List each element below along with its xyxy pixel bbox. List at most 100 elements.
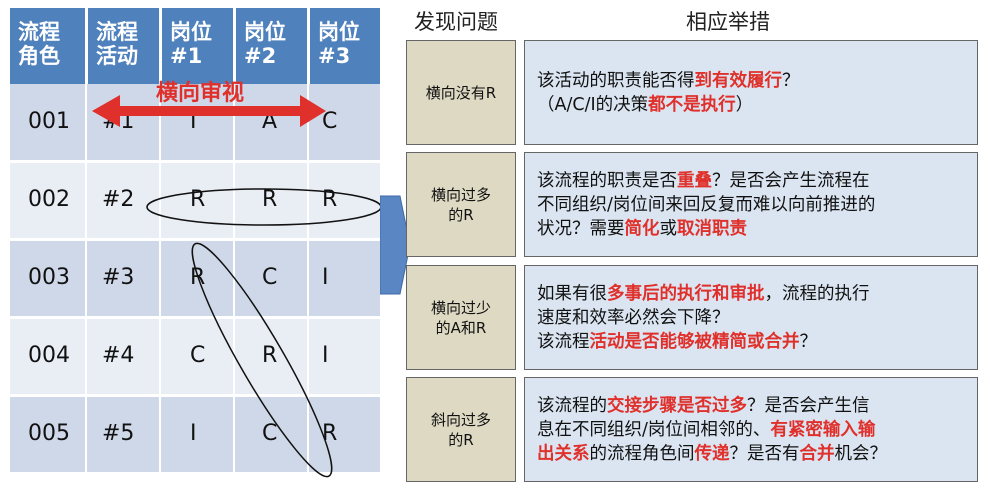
table-cell: C: [262, 421, 278, 446]
highlight-text: 取消职责: [677, 218, 747, 239]
table-cell: #4: [102, 343, 135, 368]
highlight-text: 出关系: [537, 443, 590, 464]
measure-text-segment: 该流程: [537, 331, 590, 352]
measure-text-segment: 的流程角色间: [589, 443, 695, 464]
table-cell: R: [262, 187, 278, 212]
measure-text-segment: ，流程的执行: [764, 283, 870, 304]
measure-text-segment: 或: [659, 218, 678, 239]
measure-line: 该流程的交接步骤是否过多？是否会产生信: [537, 394, 887, 418]
issue-label: 横向没有R: [425, 83, 497, 102]
table-cell: #3: [102, 265, 135, 290]
highlight-text: 有紧密输入输: [770, 419, 876, 440]
highlight-text: 交接步骤是否过多: [607, 395, 747, 416]
table-cell: 005: [28, 421, 70, 446]
table-cell: I: [322, 343, 329, 368]
table-cell: C: [322, 109, 338, 134]
measure-box-too-few-a-r: 如果有很多事后的执行和审批，流程的执行速度和效率必然会下降？该流程活动是否能够被…: [524, 265, 978, 370]
table-cell: A: [262, 109, 278, 134]
highlight-text: 活动是否能够被精简或合并: [589, 331, 800, 352]
measure-line: 该流程活动是否能够被精简或合并？: [537, 330, 870, 354]
measure-text-segment: ？是否会产生信: [747, 395, 870, 416]
column-divider: [233, 8, 235, 474]
row-divider: [10, 161, 380, 163]
header-position-3: 岗位 #3: [308, 8, 380, 84]
measure-line: 该活动的职责能否得到有效履行？: [537, 69, 800, 93]
measure-text-segment: 状况？需要: [537, 218, 625, 239]
measure-text: 该活动的职责能否得到有效履行？（A/C/I的决策都不是执行）: [537, 69, 800, 117]
highlight-text: 都不是执行: [648, 94, 736, 115]
column-divider: [159, 8, 161, 474]
measure-text-segment: ？: [799, 331, 818, 352]
table-cell: #5: [102, 421, 135, 446]
header-position-1: 岗位 #1: [160, 8, 234, 84]
measure-text-segment: 该流程的职责是否: [537, 170, 677, 191]
header-text: 岗位 #1: [170, 20, 212, 68]
measure-text-segment: ？: [782, 70, 800, 91]
issue-box-diagonal-r: 斜向过多 的R: [406, 377, 516, 482]
measure-box-no-r: 该活动的职责能否得到有效履行？（A/C/I的决策都不是执行）: [524, 40, 978, 145]
measure-line: 息在不同组织/岗位间相邻的、有紧密输入输: [537, 418, 887, 442]
table-row-004: 004 #4 C R I: [10, 318, 380, 394]
measure-text-segment: 如果有很: [537, 283, 607, 304]
highlight-text: 简化: [624, 218, 660, 239]
measure-text-segment: ？是否有: [729, 443, 800, 464]
highlight-text: 合并: [799, 443, 835, 464]
header-text: 岗位 #2: [244, 20, 286, 68]
measure-line: 如果有很多事后的执行和审批，流程的执行: [537, 282, 870, 306]
header-process-activity: 流程 活动: [86, 8, 160, 84]
table-cell: C: [262, 265, 278, 290]
measure-line: 状况？需要简化或取消职责: [537, 217, 875, 241]
issue-label: 横向过少 的A和R: [430, 298, 491, 337]
measure-text: 如果有很多事后的执行和审批，流程的执行速度和效率必然会下降？该流程活动是否能够被…: [537, 282, 870, 354]
column-divider: [85, 8, 87, 474]
table-cell: #2: [102, 187, 135, 212]
issue-label: 横向过多 的R: [430, 185, 491, 224]
measure-text: 该流程的交接步骤是否过多？是否会产生信息在不同组织/岗位间相邻的、有紧密输入输出…: [537, 394, 887, 466]
table-cell: 004: [28, 343, 70, 368]
horizontal-review-label: 横向审视: [156, 81, 245, 106]
table-cell: C: [190, 343, 206, 368]
issues-column-title: 发现问题: [414, 10, 498, 34]
measure-text-segment: ？是否会产生流程在: [712, 170, 870, 191]
highlight-text: 到有效履行: [694, 70, 783, 91]
table-cell: R: [190, 265, 206, 290]
table-cell: I: [322, 265, 329, 290]
measure-text-segment: 该流程的: [537, 395, 607, 416]
header-text: 流程 活动: [96, 20, 138, 68]
header-position-2: 岗位 #2: [234, 8, 308, 84]
table-cell: R: [322, 421, 338, 446]
table-cell: 002: [28, 187, 70, 212]
measure-text: 该流程的职责是否重叠？是否会产生流程在不同组织/岗位间来回反复而难以向前推进的状…: [537, 169, 875, 241]
highlight-text: 重叠: [677, 170, 712, 191]
measure-line: （A/C/I的决策都不是执行）: [537, 93, 800, 117]
table-row-002: 002 #2 R R R: [10, 162, 380, 238]
measure-text-segment: 息在不同组织/岗位间相邻的、: [537, 419, 771, 440]
table-cell: 003: [28, 265, 70, 290]
table-row-005: 005 #5 I C R: [10, 396, 380, 472]
row-divider: [10, 395, 380, 397]
measure-box-too-many-r: 该流程的职责是否重叠？是否会产生流程在不同组织/岗位间来回反复而难以向前推进的状…: [524, 152, 978, 257]
chevron-right-icon: [380, 195, 411, 295]
issue-box-too-few-a-r: 横向过少 的A和R: [406, 265, 516, 370]
measure-line: 不同组织/岗位间来回反复而难以向前推进的: [537, 193, 875, 217]
measure-text-segment: 不同组织/岗位间来回反复而难以向前推进的: [537, 194, 876, 215]
row-divider: [10, 317, 380, 319]
measure-text-segment: ）: [735, 94, 754, 115]
table-cell: R: [190, 187, 206, 212]
table-row-003: 003 #3 R C I: [10, 240, 380, 316]
table-cell: R: [262, 343, 278, 368]
header-text: 岗位 #3: [318, 20, 360, 68]
highlight-text: 多事后的执行和审批: [607, 283, 765, 304]
measure-text-segment: 该活动的职责能否得: [537, 70, 695, 91]
header-process-role: 流程 角色: [10, 8, 86, 84]
measure-line: 该流程的职责是否重叠？是否会产生流程在: [537, 169, 875, 193]
measure-line: 速度和效率必然会下降？: [537, 306, 870, 330]
table-cell: I: [190, 421, 197, 446]
measure-line: 出关系的流程角色间传递？是否有合并机会？: [537, 442, 887, 466]
row-divider: [10, 239, 380, 241]
header-text: 流程 角色: [18, 20, 60, 68]
highlight-text: 传递: [694, 443, 730, 464]
measure-text-segment: 机会？: [834, 443, 888, 464]
table-cell: #1: [102, 109, 135, 134]
measure-text-segment: 速度和效率必然会下降？: [537, 307, 730, 328]
